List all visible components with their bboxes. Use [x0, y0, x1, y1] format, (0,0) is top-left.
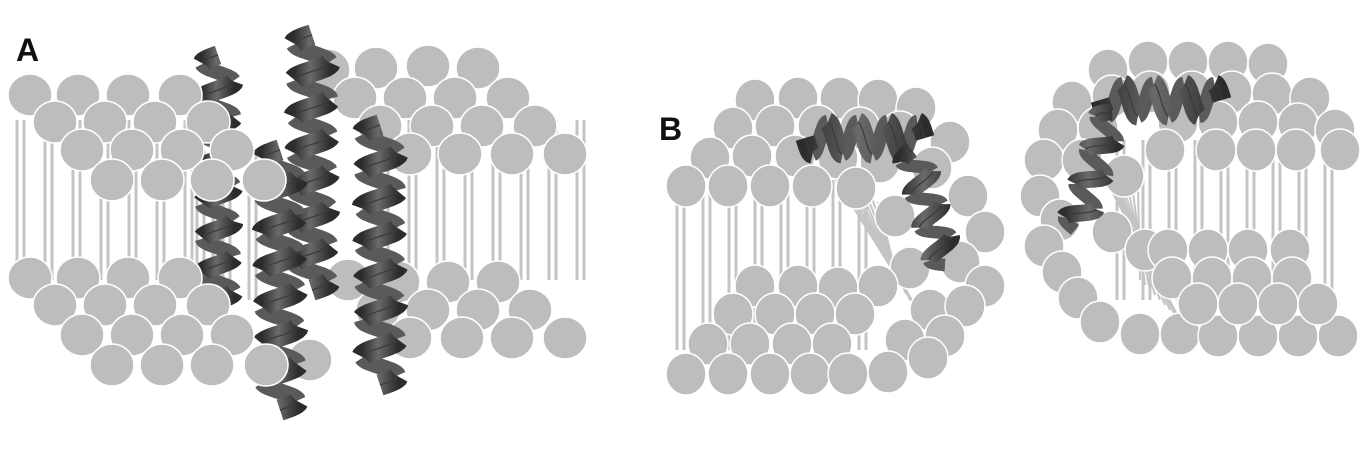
lipid-head — [1091, 210, 1133, 254]
lipid-head — [437, 132, 483, 176]
lipid-head — [867, 350, 909, 394]
lipid-head — [947, 174, 989, 218]
lipid-head — [1103, 154, 1145, 198]
lipid-head — [439, 316, 485, 360]
helix-ribbon-back — [1103, 76, 1219, 124]
lipid-head — [1257, 282, 1299, 326]
panel-b-lipid-heads — [665, 40, 1360, 396]
lipid-head — [1275, 128, 1317, 172]
lipid-head — [1319, 128, 1360, 172]
helix-ribbon-back — [808, 114, 922, 162]
lipid-head — [835, 166, 877, 210]
lipid-head — [1235, 128, 1277, 172]
lipid-head — [665, 352, 707, 396]
lipid-head — [687, 322, 729, 366]
helix-ribbon-back — [286, 39, 338, 286]
panel-a-lipid-heads-front — [7, 73, 289, 387]
helix-ribbon-back — [354, 129, 406, 381]
lipid-head — [791, 164, 833, 208]
lipid-head — [834, 292, 876, 336]
lipid-head — [1119, 312, 1161, 356]
lipid-head — [382, 76, 428, 120]
lipid-head — [1177, 282, 1219, 326]
lipid-head — [243, 343, 289, 387]
panel-a-bilayer — [7, 24, 588, 421]
lipid-head — [749, 352, 791, 396]
lipid-head — [189, 343, 235, 387]
lipid-head — [874, 194, 916, 238]
lipid-head — [189, 158, 235, 202]
panel-b-surface-helices — [795, 75, 1232, 272]
lipid-head — [132, 283, 178, 327]
lipid-head — [707, 352, 749, 396]
lipid-head — [1195, 128, 1237, 172]
lipid-head — [754, 104, 796, 148]
helix-ribbon-edge — [900, 149, 953, 261]
lipid-head — [32, 283, 78, 327]
lipid-head — [89, 158, 135, 202]
lipid-head — [542, 316, 588, 360]
lipid-head — [1217, 282, 1259, 326]
lipid-head — [944, 284, 986, 328]
lipid-head — [729, 322, 771, 366]
lipid-head — [964, 210, 1006, 254]
lipid-head — [59, 313, 105, 357]
helix-ribbon-edge — [361, 124, 399, 386]
lipid-head — [185, 283, 231, 327]
helix-ribbon-back — [895, 157, 957, 272]
lipid-head — [241, 158, 287, 202]
lipid-head — [827, 352, 869, 396]
helix-ribbon-edge — [1063, 111, 1118, 218]
lipid-head — [332, 76, 378, 120]
lipid-head — [32, 100, 78, 144]
lipid-head — [1297, 282, 1339, 326]
lipid-head — [857, 264, 899, 308]
panel-label-b: B — [659, 111, 683, 147]
helix-ribbon-edge — [804, 121, 926, 155]
lipid-head — [789, 352, 831, 396]
lipid-head — [707, 164, 749, 208]
lipid-head — [82, 283, 128, 327]
lipid-head — [59, 128, 105, 172]
panel-b-toroidal-pore — [665, 40, 1360, 396]
lipid-head — [665, 164, 707, 208]
lipid-head — [907, 336, 949, 380]
lipid-head — [1317, 314, 1359, 358]
lipid-head — [89, 343, 135, 387]
lipid-head — [489, 132, 535, 176]
lipid-head — [405, 44, 451, 88]
lipid-head — [542, 132, 588, 176]
helix-ribbon-back — [1057, 114, 1124, 235]
lipid-head — [485, 76, 531, 120]
lipid-head — [1144, 128, 1186, 172]
panel-label-a: A — [16, 32, 40, 68]
lipid-head — [749, 164, 791, 208]
lipid-head — [455, 46, 501, 90]
lipid-head — [139, 158, 185, 202]
lipid-head — [139, 343, 185, 387]
lipid-head — [489, 316, 535, 360]
lipid-head — [1079, 300, 1121, 344]
helix-ribbon-edge — [293, 34, 331, 291]
